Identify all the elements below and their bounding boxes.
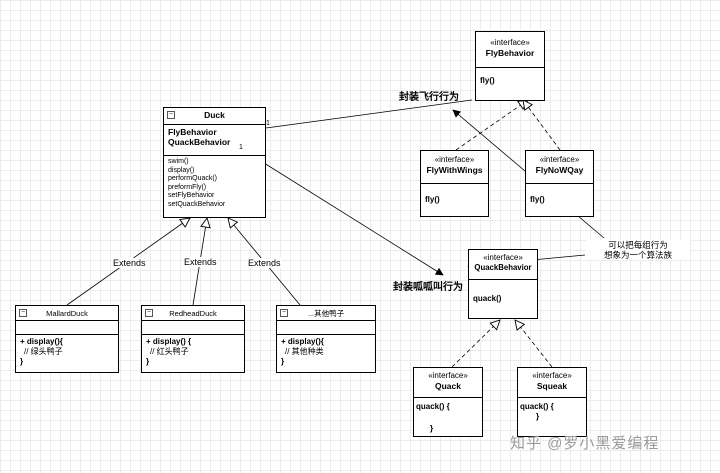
duck-methods: swim() display() performQuack() preformF…	[164, 156, 265, 212]
duck-method: swim()	[168, 158, 189, 165]
squeak-class[interactable]: «interface» Squeak quack() { }	[517, 367, 587, 437]
redheadduck-name: RedheadDuck	[169, 309, 217, 318]
method-line: }	[281, 357, 285, 366]
association-quack	[239, 147, 444, 276]
duck-method: performQuack()	[168, 175, 218, 183]
otherduck-class[interactable]: − ...其他鸭子 + display(){ // 其他种类 }	[276, 305, 376, 373]
method-label: fly()	[425, 195, 440, 204]
quack-name: Quack	[435, 381, 461, 391]
extends-label: Extends	[184, 257, 217, 267]
extends-label: Extends	[113, 258, 146, 268]
mallardduck-class[interactable]: − MallardDuck + display(){ // 绿头鸭子 }	[15, 305, 119, 373]
method-line: }	[536, 412, 540, 421]
flynoway-class[interactable]: «interface» FlyNoWQay fly()	[525, 150, 594, 217]
duck-attribute: FlyBehavior	[168, 127, 217, 137]
quackbehavior-methods: quack()	[469, 280, 537, 306]
encapsulate-quack-label: 封装呱呱叫行为	[393, 282, 463, 293]
stereotype-label: «interface»	[428, 371, 468, 380]
redheadduck-methods: + display() { // 红头鸭子 }	[142, 335, 244, 369]
flybehavior-name: FlyBehavior	[485, 48, 535, 58]
flynoway-methods: fly()	[526, 184, 593, 207]
multiplicity-label: 1	[266, 120, 270, 127]
encapsulate-fly-label: 封装飞行行为	[399, 92, 459, 103]
realize-quack	[451, 320, 500, 368]
otherduck-header: − ...其他鸭子	[277, 306, 375, 321]
method-line: }	[146, 357, 150, 366]
mallardduck-header: − MallardDuck	[16, 306, 118, 321]
comment-line: // 绿头鸭子	[24, 347, 63, 356]
method-label: quack()	[473, 294, 502, 303]
method-line: + display(){	[281, 337, 324, 346]
collapse-icon[interactable]: −	[19, 309, 27, 317]
quackbehavior-interface[interactable]: «interface» QuackBehavior quack()	[468, 249, 538, 319]
multiplicity-label: 1	[239, 144, 243, 151]
realize-flywithwings	[455, 100, 528, 151]
duck-method: preformFly()	[168, 183, 207, 191]
duck-attribute: QuackBehavior	[168, 137, 231, 147]
flywithwings-class[interactable]: «interface» FlyWithWings fly()	[420, 150, 489, 217]
duck-method: display()	[168, 166, 195, 174]
stereotype-label: «interface»	[483, 253, 523, 262]
note-line: 可以把每组行为	[608, 240, 668, 250]
flybehavior-methods: fly()	[476, 68, 544, 88]
flywithwings-name: FlyWithWings	[426, 165, 483, 175]
realize-squeak	[515, 320, 553, 368]
collapse-icon[interactable]: −	[167, 111, 175, 119]
duck-title: Duck	[204, 110, 225, 120]
association-fly	[265, 99, 473, 129]
flybehavior-header: «interface» FlyBehavior	[476, 32, 544, 68]
squeak-methods: quack() { }	[518, 398, 586, 422]
flynoway-name: FlyNoWQay	[535, 165, 584, 175]
mallardduck-methods: + display(){ // 绿头鸭子 }	[16, 335, 118, 369]
mallardduck-name: MallardDuck	[46, 309, 88, 318]
otherduck-attributes	[277, 321, 375, 335]
duck-attributes: FlyBehavior QuackBehavior	[164, 125, 265, 156]
method-line: }	[20, 357, 24, 366]
mallardduck-attributes	[16, 321, 118, 335]
note-annotation: 可以把每组行为 想象为一个算法族	[586, 240, 690, 260]
stereotype-label: «interface»	[532, 371, 572, 380]
squeak-header: «interface» Squeak	[518, 368, 586, 398]
quack-class[interactable]: «interface» Quack quack() { }	[413, 367, 483, 437]
stereotype-label: «interface»	[490, 38, 530, 47]
quack-methods: quack() { }	[414, 398, 482, 434]
duck-header: − Duck	[164, 108, 265, 125]
otherduck-methods: + display(){ // 其他种类 }	[277, 335, 375, 369]
quack-header: «interface» Quack	[414, 368, 482, 398]
comment-line: // 红头鸭子	[150, 347, 189, 356]
stereotype-label: «interface»	[539, 155, 580, 164]
collapse-icon[interactable]: −	[280, 309, 288, 317]
flybehavior-interface[interactable]: «interface» FlyBehavior fly()	[475, 31, 545, 101]
method-label: fly()	[480, 76, 495, 85]
quackbehavior-header: «interface» QuackBehavior	[469, 250, 537, 280]
otherduck-name: ...其他鸭子	[307, 309, 345, 318]
redheadduck-header: − RedheadDuck	[142, 306, 244, 321]
method-line: }	[430, 424, 434, 433]
method-line: + display(){	[20, 337, 63, 346]
flywithwings-header: «interface» FlyWithWings	[421, 151, 488, 184]
stereotype-label: «interface»	[434, 155, 475, 164]
method-line: quack() {	[416, 402, 450, 411]
method-line: + display() {	[146, 337, 192, 346]
duck-method: setFlyBehavior	[168, 192, 215, 200]
realize-flynoway	[523, 100, 561, 151]
note-line: 想象为一个算法族	[603, 250, 672, 260]
method-label: fly()	[530, 195, 545, 204]
flywithwings-methods: fly()	[421, 184, 488, 207]
flynoway-header: «interface» FlyNoWQay	[526, 151, 593, 184]
quackbehavior-name: QuackBehavior	[474, 263, 532, 272]
duck-method: setQuackBehavior	[168, 200, 226, 208]
redheadduck-class[interactable]: − RedheadDuck + display() { // 红头鸭子 }	[141, 305, 245, 373]
comment-line: // 其他种类	[285, 347, 324, 356]
extends-label: Extends	[248, 258, 281, 268]
method-line: quack() {	[520, 402, 554, 411]
collapse-icon[interactable]: −	[145, 309, 153, 317]
duck-class[interactable]: − Duck FlyBehavior QuackBehavior swim() …	[163, 107, 266, 218]
squeak-name: Squeak	[536, 381, 568, 391]
watermark: 知乎 @罗小黑爱编程	[510, 435, 660, 452]
redheadduck-attributes	[142, 321, 244, 335]
